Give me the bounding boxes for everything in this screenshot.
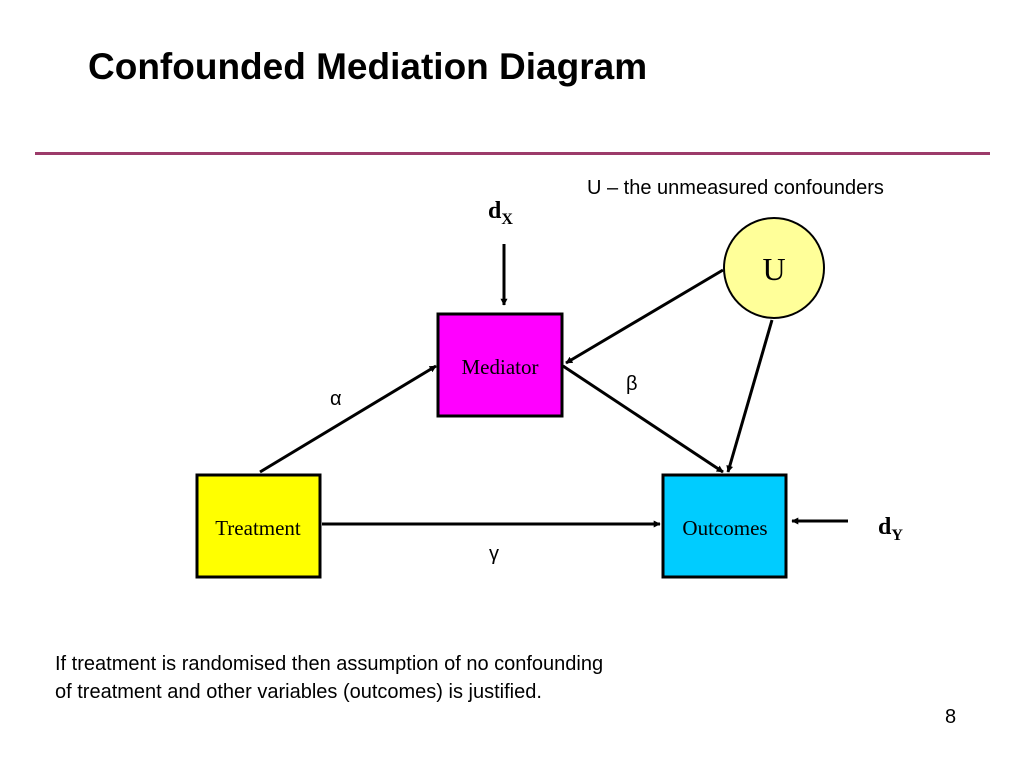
outcomes-node [661,473,788,579]
gamma-label: γ [489,543,499,565]
dx-subscript: X [501,211,513,228]
treatment-label: Treatment [215,516,301,540]
confounder-u-label: U [762,251,785,287]
slide-title: Confounded Mediation Diagram [88,46,648,87]
footnote: If treatment is randomised then assumpti… [55,650,815,706]
dx-label: dX [488,198,513,228]
dy-subscript: Y [891,527,903,544]
beta-label: β [626,373,638,395]
outcomes-label: Outcomes [682,516,767,540]
page-number: 8 [945,706,957,728]
title-divider [35,152,990,155]
arrow-u-to-outcomes [726,319,774,473]
footnote-line-2: of treatment and other variables (outcom… [55,681,542,703]
dy-label: dY [878,514,903,544]
footnote-line-1: If treatment is randomised then assumpti… [55,653,604,675]
mediator-node [436,312,564,418]
alpha-label: α [330,388,342,410]
dx-main: d [488,198,502,224]
dy-main: d [878,514,892,540]
confounder-note: U – the unmeasured confounders [587,177,884,199]
arrow-u-to-mediator [565,268,724,365]
arrow-mediator-to-outcomes [562,364,724,474]
confounder-u-node [723,217,825,319]
arrow-treatment-to-mediator [259,364,437,474]
treatment-node [195,473,322,579]
mediator-label: Mediator [462,355,539,379]
